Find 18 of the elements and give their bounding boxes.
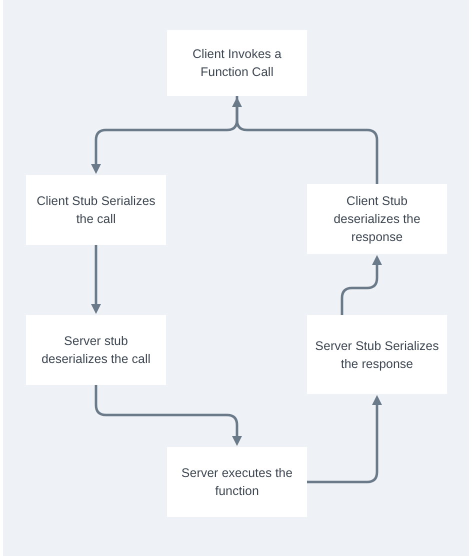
arrow [307,395,382,484]
box-text: Client Stub Serializes the call [36,193,156,228]
arrow [91,96,238,174]
process-box [167,447,307,517]
box-text: Server executes the function [180,465,294,500]
box-text: Server Stub Serializes the response [315,338,439,372]
process-box [307,315,447,394]
process-box [167,30,307,96]
box-text: Client Stub deserializes the response [332,193,422,246]
arrow [94,385,242,446]
arrow [232,97,378,184]
process-box [26,175,166,245]
arrow [340,255,382,315]
process-box [307,184,447,254]
process-box [26,315,166,385]
box-text: Client Invokes a Function Call [192,46,282,81]
arrow [91,245,101,314]
box-text: Server stub deserializes the call [40,333,152,368]
